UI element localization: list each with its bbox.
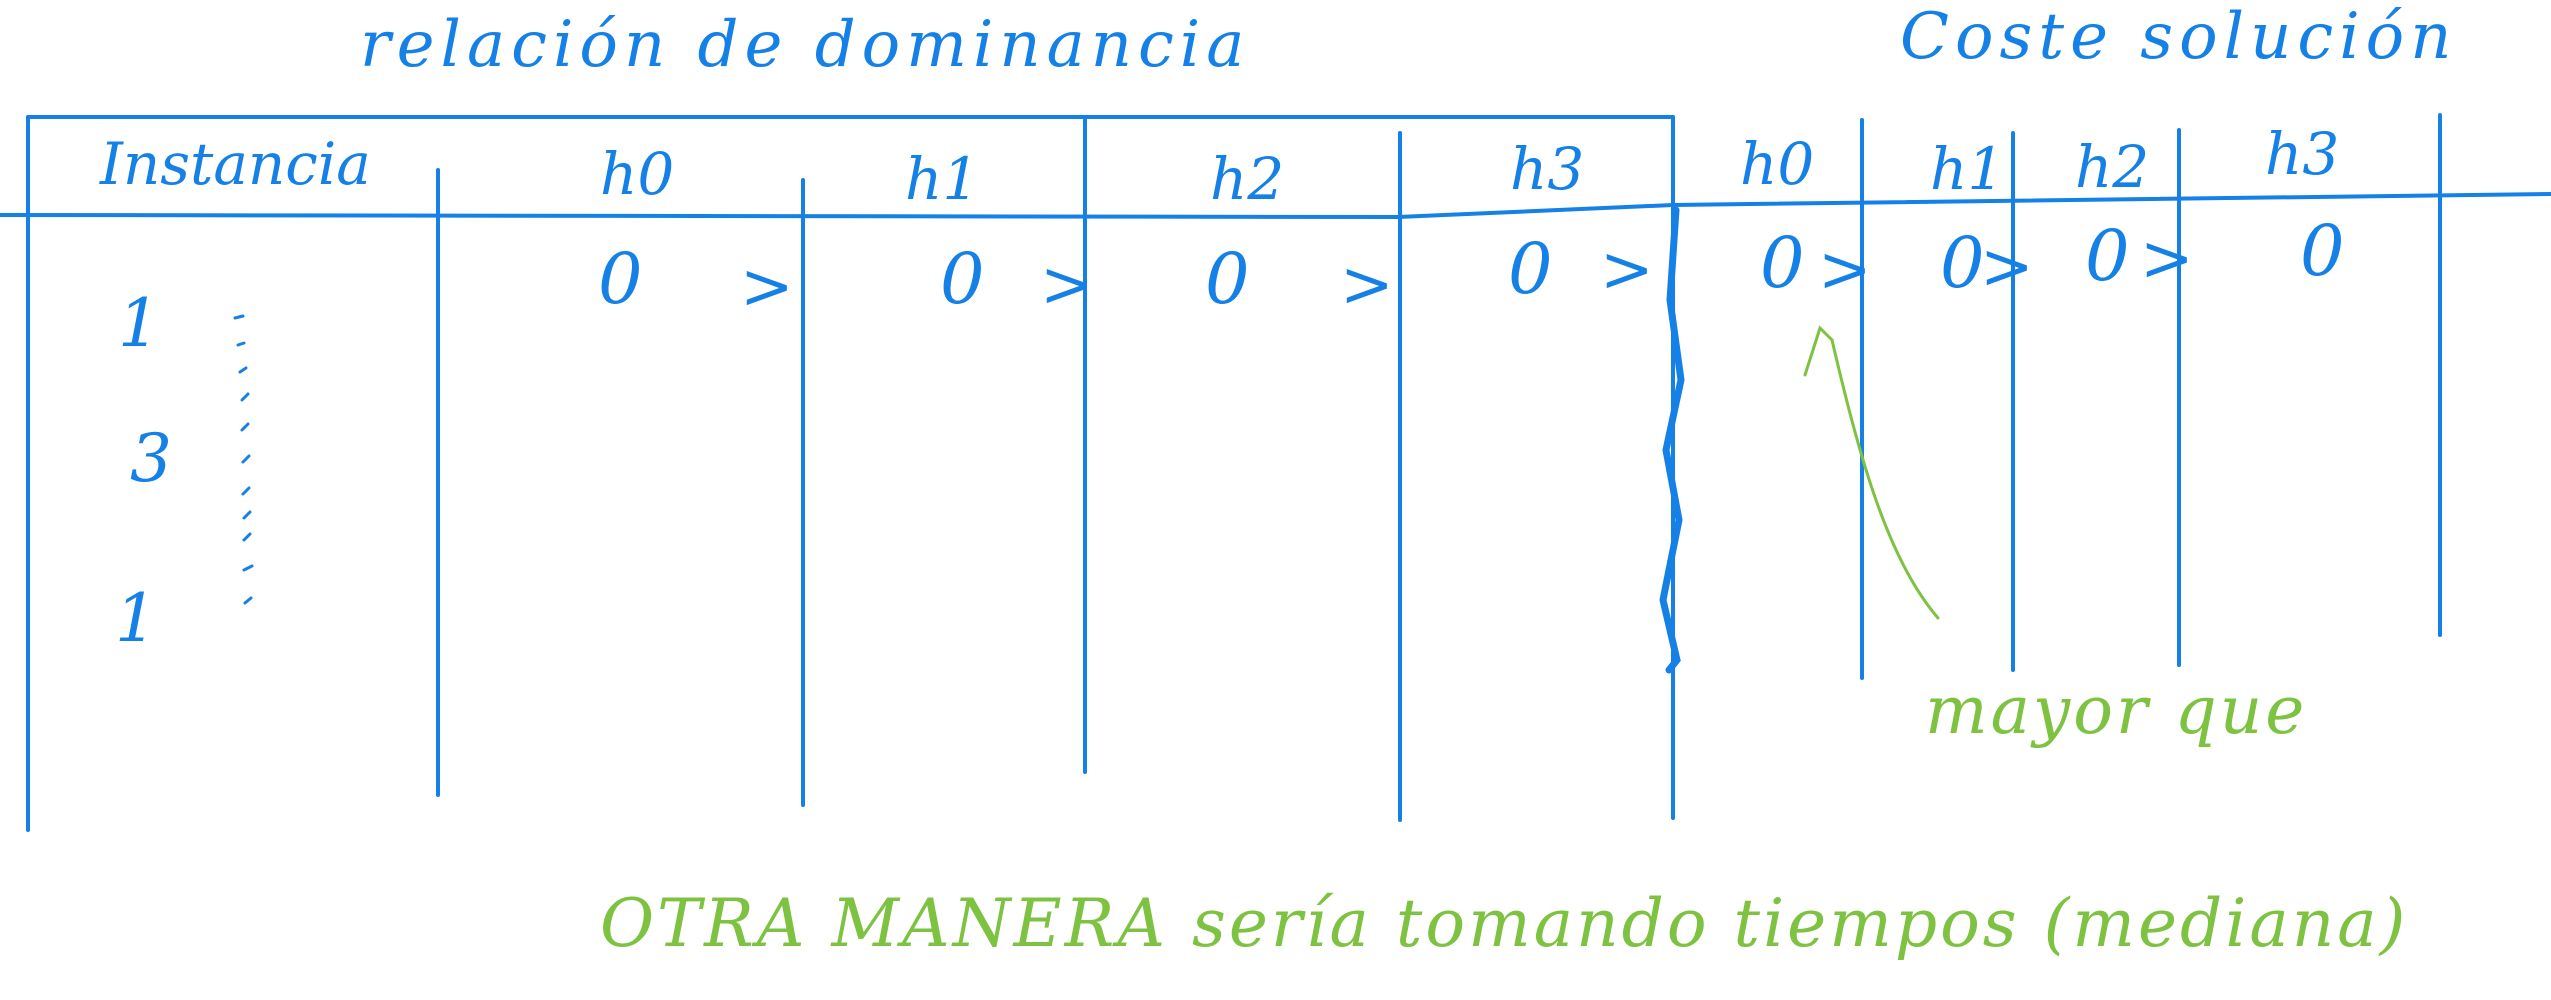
dominance-value-h0: 0 — [598, 238, 643, 320]
annotation-arrow — [1803, 325, 1940, 620]
instancia-value: 1 — [115, 580, 157, 657]
relation-symbol: > — [740, 250, 794, 324]
column-header-cost-h1: h1 — [1930, 135, 2005, 203]
dominance-header: relación de dominancia — [360, 8, 1251, 82]
table-grid — [0, 113, 2551, 832]
header-separator — [0, 192, 2551, 220]
column-header-cost-h3: h3 — [2265, 120, 2340, 188]
section-separator-scribble — [1659, 206, 1685, 674]
relation-symbol: > — [1040, 248, 1094, 322]
relation-symbol: > — [1340, 248, 1394, 322]
instancia-value: 3 — [130, 420, 172, 497]
dominance-value-h1: 0 — [940, 238, 985, 320]
instancia-value: 1 — [118, 285, 160, 362]
column-header-instancia: Instancia — [100, 130, 371, 198]
relation-symbol: > — [2140, 222, 2194, 296]
otra-manera-note: OTRA MANERA sería tomando tiempos (media… — [600, 885, 2409, 962]
dominance-value-h2: 0 — [1205, 238, 1250, 320]
column-header-cost-h2: h2 — [2075, 133, 2150, 201]
column-header-dominance-h0: h0 — [600, 140, 675, 208]
relation-symbol: > — [1818, 233, 1872, 307]
column-header-dominance-h2: h2 — [1210, 145, 1285, 213]
cost-header: Coste solución — [1900, 0, 2458, 74]
instance-dashes — [233, 314, 254, 605]
cost-value-h0: 0 — [1760, 222, 1805, 304]
mayor-que-annotation: mayor que — [1925, 672, 2308, 749]
cost-value-h3: 0 — [2300, 210, 2345, 292]
cost-value-h2: 0 — [2085, 215, 2130, 297]
dominance-value-h3: 0 — [1508, 228, 1553, 310]
column-header-cost-h0: h0 — [1740, 130, 1815, 198]
cost-value-h1: 0 — [1940, 222, 1985, 304]
column-header-dominance-h1: h1 — [905, 145, 980, 213]
relation-symbol: > — [1980, 230, 2034, 304]
column-header-dominance-h3: h3 — [1510, 135, 1585, 203]
relation-symbol: > — [1600, 233, 1654, 307]
